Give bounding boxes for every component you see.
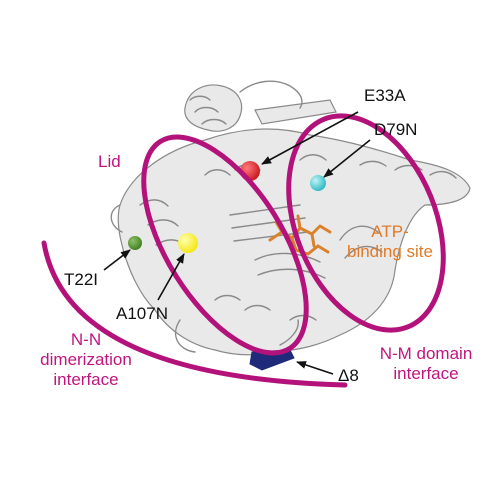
nm-domain-interface-label: N-M domain interface (356, 344, 496, 384)
a107n-sphere (178, 233, 198, 253)
nn-dimerization-interface-curve (41, 240, 348, 388)
ribbon-strand-3 (339, 225, 383, 259)
ribbon-loop-left (110, 204, 123, 233)
a107n-label: A107N (116, 304, 168, 323)
ribbon-loop-bottom (175, 319, 299, 353)
lid-label: Lid (98, 152, 121, 171)
atp-label-line1: ATP- (371, 222, 409, 241)
ribbon-strand-2 (254, 252, 326, 279)
t22i-sphere (128, 236, 142, 250)
nn-dimerization-interface-label: N-N dimerization interface (16, 330, 156, 390)
nn-label-line2: dimerization (40, 350, 132, 369)
t22i-label: T22I (64, 270, 99, 289)
ribbon-coil-1 (189, 95, 227, 125)
nm-label-line1: N-M domain (379, 344, 473, 363)
d79n-arrow (323, 139, 371, 178)
ribbon-loop-top (239, 80, 303, 109)
ribbon-coil-5 (214, 294, 317, 321)
delta8-arrow (296, 361, 334, 375)
nm-domain-interface-outline (286, 113, 446, 333)
atp-binding-site-label: ATP- binding site (330, 222, 450, 262)
t22i-arrow (103, 249, 131, 271)
lid-region-outline (141, 134, 309, 356)
nn-label-line3: interface (53, 370, 119, 389)
nm-label-line2: interface (393, 364, 459, 383)
atp-label-line2: binding site (346, 242, 433, 261)
d79n-sphere (310, 175, 326, 191)
e33a-label: E33A (364, 86, 406, 105)
nn-label-line1: N-N (70, 330, 102, 349)
a107n-arrow (157, 253, 185, 301)
ribbon-coil-3 (359, 160, 457, 179)
d79n-label: D79N (374, 120, 418, 139)
delta8-label: Δ8 (338, 366, 359, 385)
ribbon-top-sheet (254, 99, 337, 125)
e33a-arrow (261, 111, 359, 165)
